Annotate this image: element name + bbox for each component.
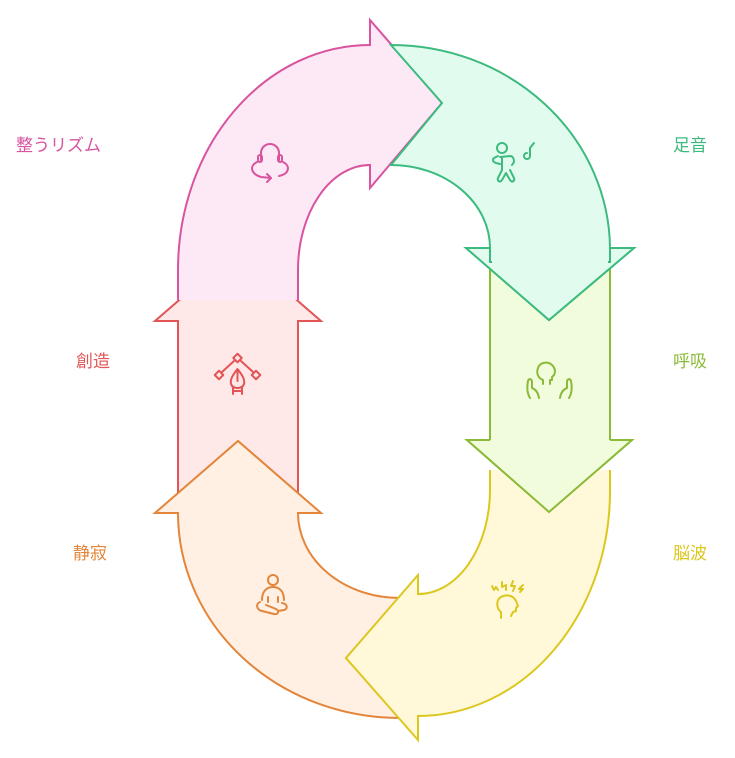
label-stillness: 静寂 — [73, 544, 107, 564]
label-rhythm: 整うリズム — [16, 136, 101, 156]
label-breath: 呼吸 — [673, 352, 707, 372]
dancing-person-music-icon — [491, 142, 535, 183]
arrow-breath-head — [464, 439, 635, 514]
arrow-footsteps — [388, 43, 637, 322]
label-creation: 創造 — [76, 352, 110, 372]
label-brainwave: 脳波 — [673, 544, 707, 564]
head-lightning-icon — [491, 580, 524, 619]
label-footsteps: 足音 — [673, 136, 707, 156]
arrow-brainwave — [344, 470, 612, 743]
meditation-person-icon — [256, 574, 288, 616]
pen-tool-vector-icon — [213, 352, 262, 395]
hands-around-head-icon — [526, 361, 573, 399]
arrow-rhythm — [177, 17, 444, 300]
headphones-cycle-icon — [251, 143, 289, 183]
